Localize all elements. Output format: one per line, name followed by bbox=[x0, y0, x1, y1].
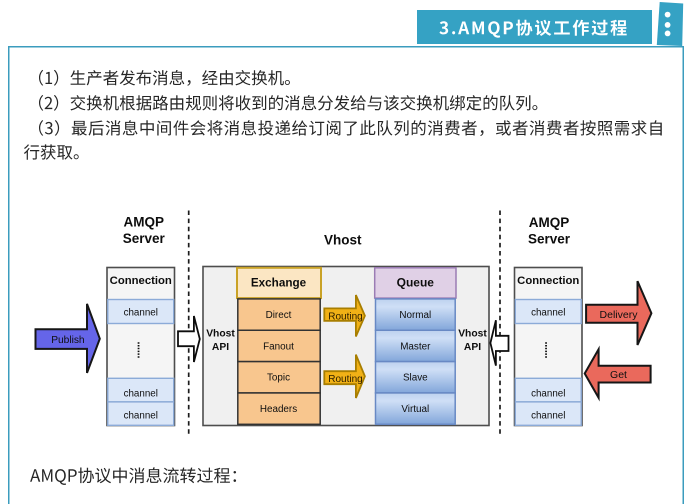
svg-text:channel: channel bbox=[124, 307, 158, 318]
svg-text:API: API bbox=[464, 342, 481, 353]
svg-text:API: API bbox=[212, 342, 229, 353]
svg-text:channel: channel bbox=[531, 307, 565, 318]
svg-text:channel: channel bbox=[124, 389, 158, 400]
svg-text:Headers: Headers bbox=[260, 404, 297, 415]
svg-text:Topic: Topic bbox=[267, 373, 290, 384]
svg-text:Routing: Routing bbox=[328, 374, 362, 385]
svg-text:Normal: Normal bbox=[399, 310, 431, 321]
svg-text:Vhost: Vhost bbox=[324, 232, 362, 247]
svg-text:AMQP: AMQP bbox=[529, 215, 570, 230]
svg-text:Connection: Connection bbox=[110, 275, 172, 287]
svg-text:Vhost: Vhost bbox=[206, 328, 235, 339]
svg-text:Delivery: Delivery bbox=[600, 309, 639, 321]
svg-text:Queue: Queue bbox=[397, 276, 435, 290]
svg-text:Slave: Slave bbox=[403, 373, 428, 384]
svg-text:Get: Get bbox=[610, 369, 627, 381]
svg-text:channel: channel bbox=[531, 389, 565, 400]
svg-text:Master: Master bbox=[400, 341, 431, 352]
svg-text:AMQP: AMQP bbox=[124, 214, 165, 229]
svg-text:Routing: Routing bbox=[328, 312, 362, 323]
svg-text:Virtual: Virtual bbox=[401, 404, 429, 415]
svg-text:Fanout: Fanout bbox=[263, 341, 294, 352]
svg-text:Vhost: Vhost bbox=[458, 328, 487, 339]
svg-text:channel: channel bbox=[531, 411, 565, 422]
svg-text:channel: channel bbox=[124, 411, 158, 422]
svg-text:Publish: Publish bbox=[51, 335, 84, 346]
svg-text:Connection: Connection bbox=[517, 275, 579, 287]
svg-text:Direct: Direct bbox=[266, 310, 292, 321]
svg-text:Server: Server bbox=[528, 232, 571, 247]
svg-text:Exchange: Exchange bbox=[251, 277, 307, 290]
svg-text:Server: Server bbox=[123, 231, 166, 246]
